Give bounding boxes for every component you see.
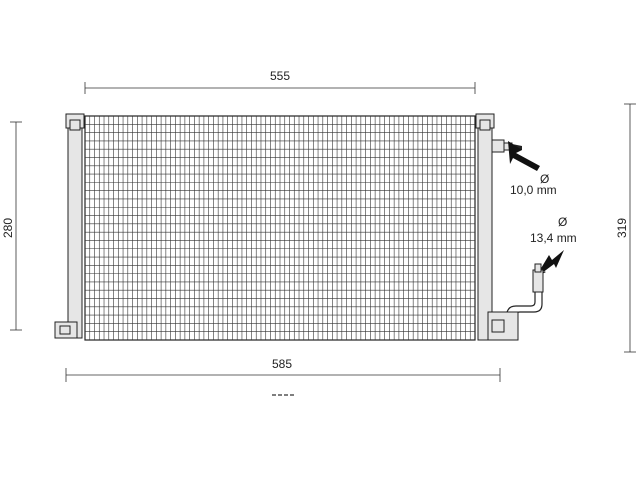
upper-port-size: 10,0 mm — [510, 183, 557, 197]
dimension-overall-width: 585 — [65, 357, 501, 382]
overall-height-label: 319 — [615, 218, 629, 238]
left-header-tank — [54, 113, 85, 339]
core-width-label: 555 — [270, 69, 290, 83]
upper-port-fitting — [491, 139, 522, 153]
lower-port-diameter-symbol: Ø — [558, 215, 567, 229]
core-height-label: 280 — [1, 218, 15, 238]
dimension-core-height: 280 — [1, 121, 22, 331]
upper-port-diameter-symbol: Ø — [540, 172, 549, 186]
core-fin-grid — [85, 116, 475, 340]
right-header-tank — [475, 113, 495, 341]
dimension-core-width: 555 — [84, 69, 476, 94]
lower-port-size: 13,4 mm — [530, 231, 577, 245]
lower-pipe-assembly — [487, 263, 544, 341]
dimension-overall-height: 319 — [615, 103, 636, 353]
lower-port-label: Ø 13,4 mm — [530, 215, 577, 245]
upper-port-label: Ø 10,0 mm — [510, 172, 557, 197]
overall-width-label: 585 — [272, 357, 292, 371]
lower-port-arrow — [538, 250, 564, 276]
upper-port-arrow — [508, 141, 540, 171]
